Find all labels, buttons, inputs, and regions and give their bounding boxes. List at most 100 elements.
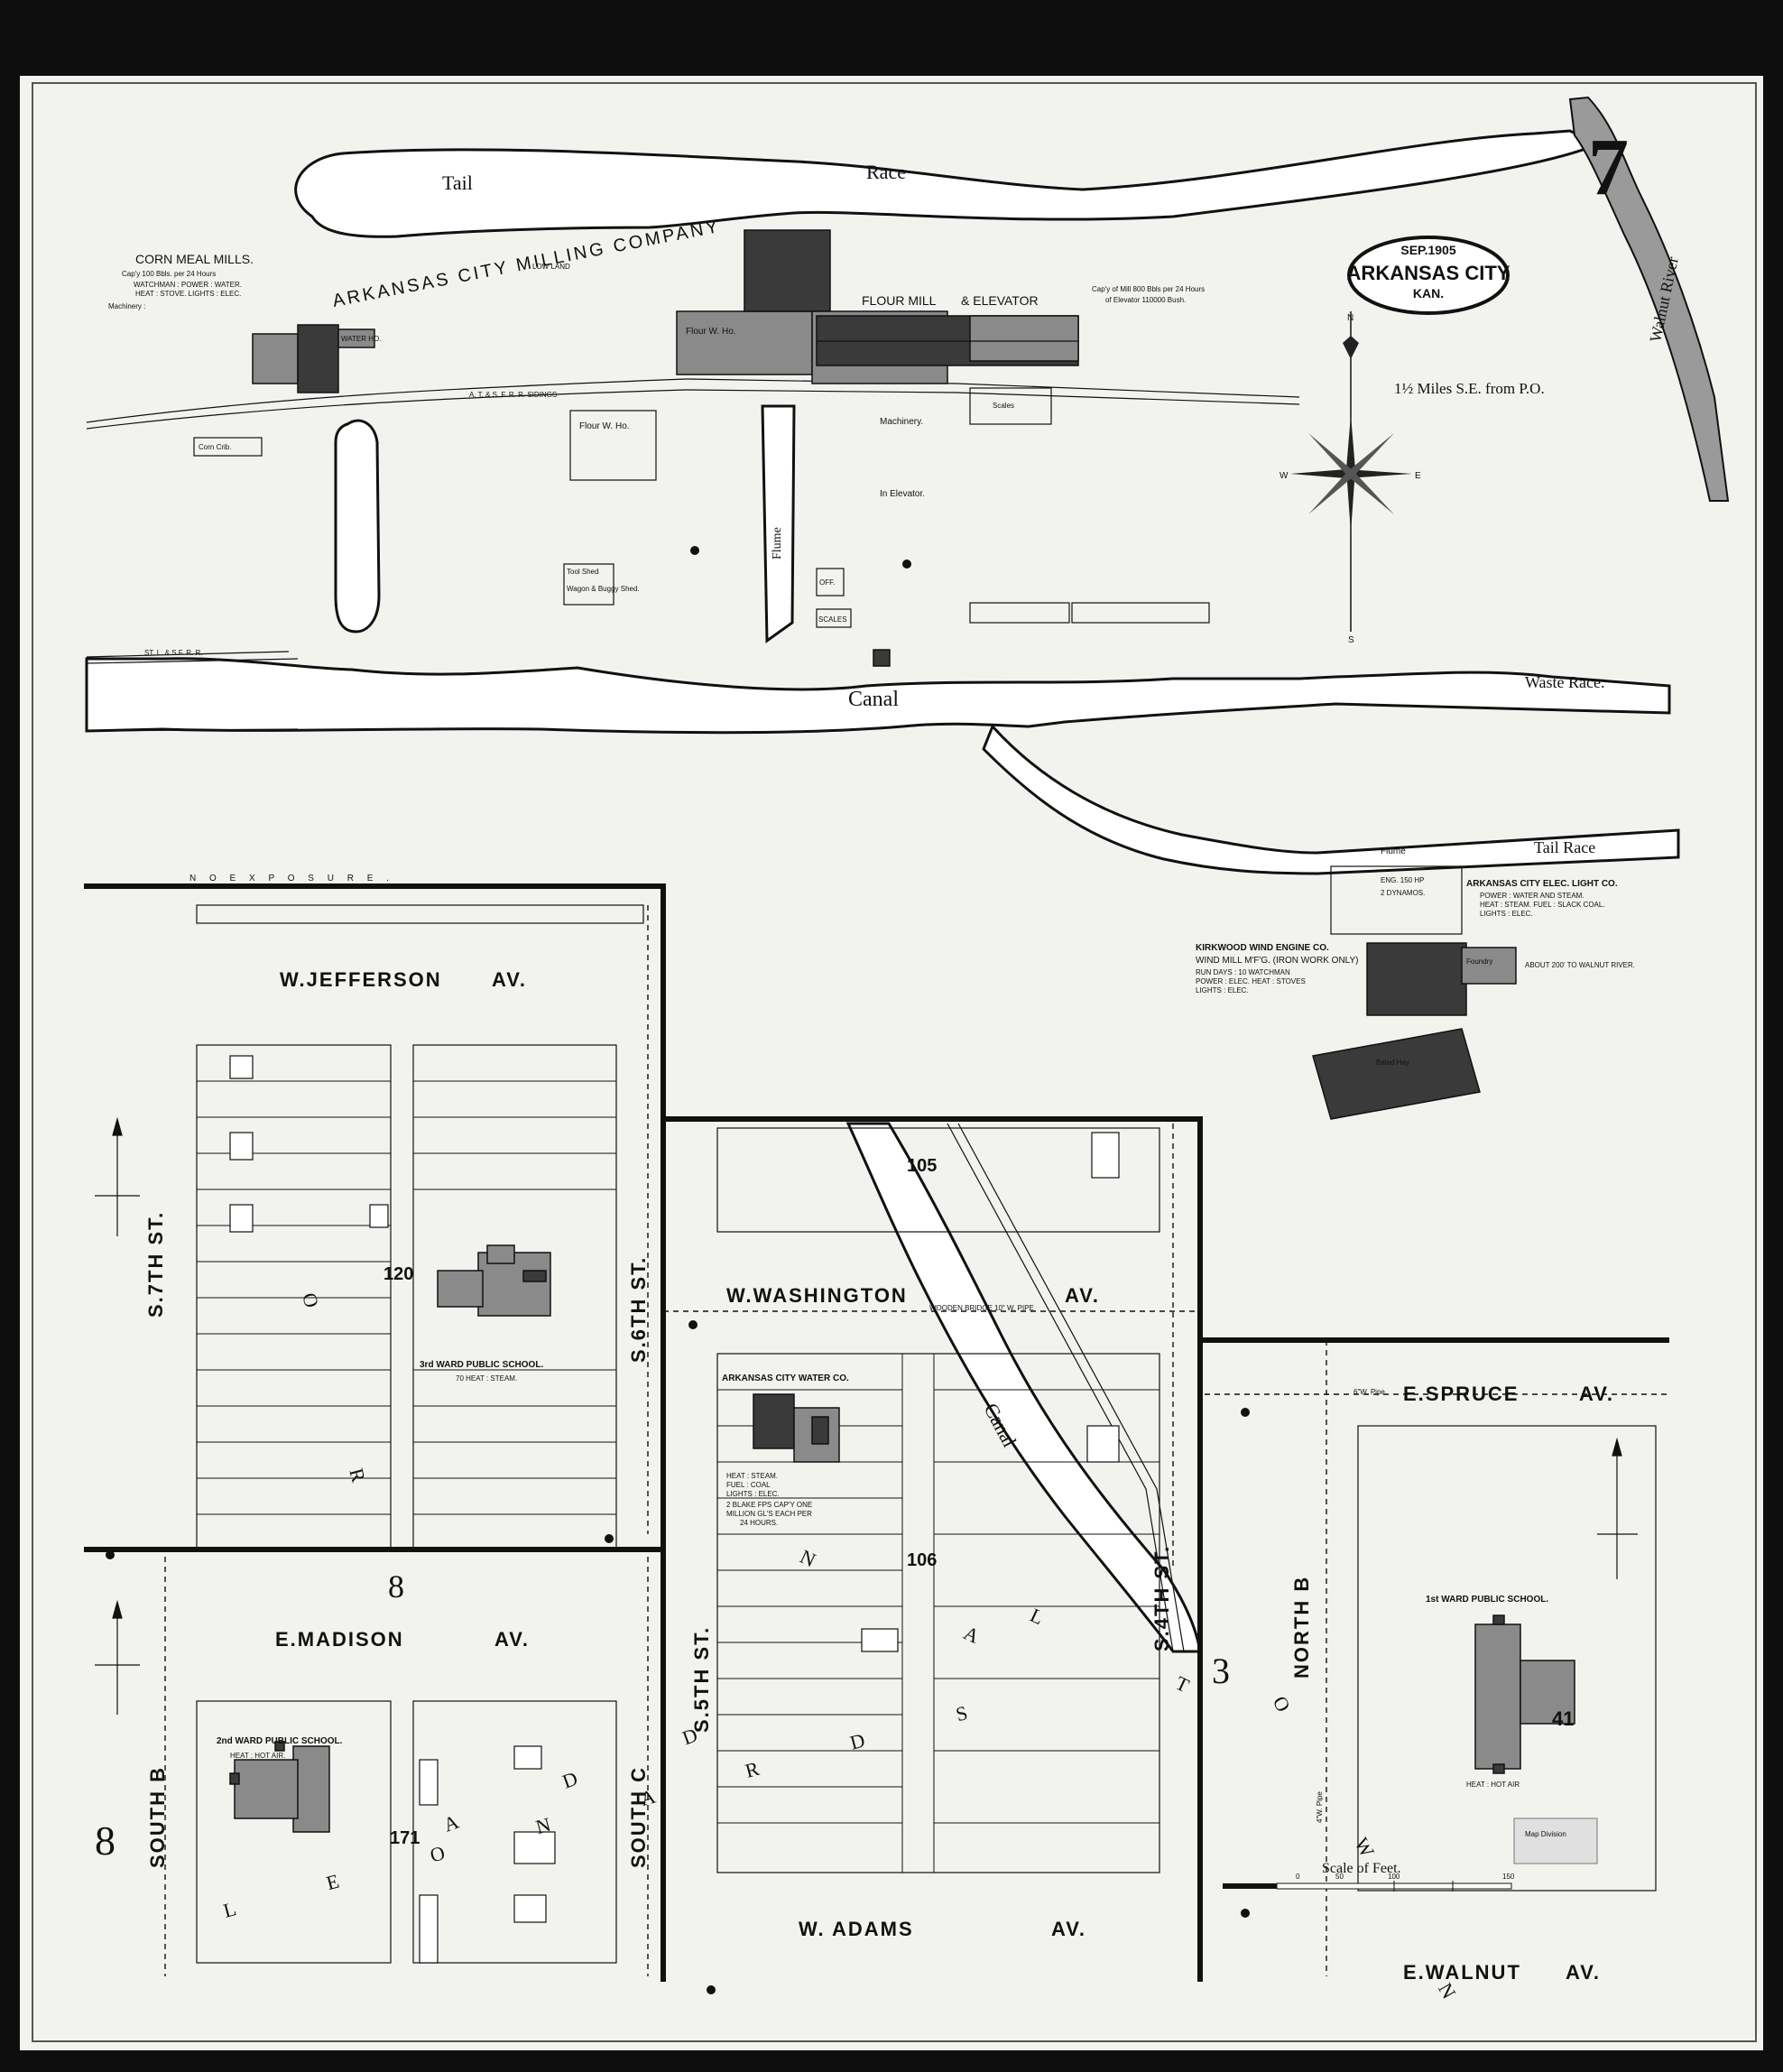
s6-label: S.6TH ST. xyxy=(627,1256,650,1363)
foundry xyxy=(1461,947,1517,985)
kirkwood-3: RUN DAYS : 10 WATCHMAN xyxy=(1196,968,1290,976)
map-border xyxy=(32,82,1757,2042)
gi-shed xyxy=(1071,602,1210,624)
corn-meal-mill xyxy=(297,324,339,393)
block-41: 41 xyxy=(1552,1707,1574,1730)
distance-note: 1½ Miles S.E. from P.O. xyxy=(1394,380,1545,397)
flour-warehouse-2-label: Flour W. Ho. xyxy=(579,421,630,431)
block-105-lots xyxy=(716,1127,1160,1233)
w-jefferson-label: W.JEFFERSON xyxy=(280,968,442,991)
scales-2-label: SCALES xyxy=(818,615,847,624)
e-spruce-label: E.SPRUCE xyxy=(1403,1383,1519,1405)
rail-siding xyxy=(86,378,1300,423)
s7-label: S.7TH ST. xyxy=(144,1211,167,1318)
library-stamp-text: Map Division xyxy=(1525,1830,1566,1838)
water-house xyxy=(337,328,375,348)
tail-race-label: Tail xyxy=(442,171,473,194)
block-120: 120 xyxy=(383,1264,413,1284)
kirkwood-1: KIRKWOOD WIND ENGINE CO. xyxy=(1196,943,1329,953)
title-cartouche xyxy=(1347,236,1510,315)
water-co-building xyxy=(753,1393,840,1463)
w-adams-label: W. ADAMS xyxy=(799,1918,914,1940)
flour-capacity: Cap'y of Mill 800 Bbls per 24 Hours xyxy=(1092,285,1205,293)
corn-meal-elevator xyxy=(252,333,299,384)
scale-tick-100: 100 xyxy=(1388,1873,1400,1881)
ward3-school-heat: 70 HEAT : STEAM. xyxy=(456,1374,517,1383)
water-co-lights: LIGHTS : ELEC. xyxy=(726,1490,780,1498)
no-exposure-label: N O E X P O S U R E . xyxy=(189,874,394,883)
adjacent-sheet-8-center: 8 xyxy=(388,1568,404,1605)
e-madison-label: E.MADISON xyxy=(275,1628,404,1651)
lot-dividers xyxy=(197,1080,1159,1873)
sheet-state: KAN. xyxy=(1413,286,1444,301)
left-flume-channel xyxy=(334,419,381,634)
flour-mill-label: FLOUR MILL xyxy=(862,293,937,308)
rail-siding-label: A. T. & S. F. R. R. SIDINGS xyxy=(469,391,557,399)
scale-tick-50: 50 xyxy=(1335,1873,1344,1881)
e-walnut-label: E.WALNUT xyxy=(1403,1961,1521,1984)
water-co-fuel: FUEL : COAL xyxy=(726,1481,771,1489)
pipe-note-4: 4"W. Pipe xyxy=(1316,1791,1324,1823)
scales-2 xyxy=(816,608,852,628)
elec-lights: LIGHTS : ELEC. xyxy=(1480,910,1533,918)
e-walnut-av: AV. xyxy=(1566,1961,1601,1984)
town-rail-track xyxy=(947,1123,1174,1652)
adjacent-sheet-3: 3 xyxy=(1212,1651,1230,1691)
w-jefferson-av: AV. xyxy=(492,968,527,991)
ward3-school-label: 3rd WARD PUBLIC SCHOOL. xyxy=(420,1360,543,1370)
compass-rose xyxy=(1290,311,1412,632)
stl-rail-label: ST. L. & S.F. R. R. xyxy=(144,649,202,657)
scale-label: Scale of Feet. xyxy=(1322,1861,1401,1876)
w-washington-label: W.WASHINGTON xyxy=(726,1284,908,1307)
engine-house xyxy=(873,649,891,667)
corn-meal-power: WATCHMAN : POWER : WATER. xyxy=(134,281,242,289)
office xyxy=(816,568,845,597)
canal-label: Canal xyxy=(848,688,899,711)
compass-s: S xyxy=(1348,635,1354,645)
in-elevator-title: In Elevator. xyxy=(880,489,925,499)
walnut-river xyxy=(1568,96,1730,502)
low-land-label: LOW LAND xyxy=(532,263,570,271)
hydrants xyxy=(106,546,1250,1994)
s5-label: S.5TH ST. xyxy=(690,1626,713,1733)
flume-channel xyxy=(761,404,796,643)
flume-label-2: Flume xyxy=(1381,846,1406,856)
fi-shed xyxy=(969,602,1070,624)
wagon-shed-label: Wagon & Buggy Shed. xyxy=(567,585,640,593)
elec-power: POWER : WATER AND STEAM. xyxy=(1480,892,1584,900)
rail-siding-2 xyxy=(86,389,1300,430)
block-120-lots xyxy=(196,904,644,1549)
office-label: OFF. xyxy=(819,578,835,587)
scales-box xyxy=(969,387,1052,425)
baled-hay-label: Baled Hay xyxy=(1376,1059,1409,1067)
elec-company-label: ARKANSAS CITY ELEC. LIGHT CO. xyxy=(1466,879,1618,889)
walnut-river-note: ABOUT 200' TO WALNUT RIVER. xyxy=(1525,961,1635,969)
ward3-school-building xyxy=(437,1244,551,1317)
block-106: 106 xyxy=(907,1550,937,1570)
compass-w: W xyxy=(1280,471,1289,481)
flume-label: Flume xyxy=(771,527,784,560)
tail-race-lower-label: Tail Race xyxy=(1534,838,1595,856)
water-co-hours: 24 HOURS. xyxy=(740,1519,778,1527)
adjacent-sheet-8-left: 8 xyxy=(95,1818,115,1864)
water-house-label: WATER HO. xyxy=(341,335,381,343)
sheet-date: SEP.1905 xyxy=(1400,243,1455,257)
flour-warehouse xyxy=(676,310,813,375)
north-b-label: NORTH B xyxy=(1290,1576,1313,1679)
south-b-label: SOUTH B xyxy=(146,1766,169,1868)
corn-crib-label: Corn Crib. xyxy=(199,443,231,451)
tool-shed xyxy=(563,563,614,606)
foundry-label: Foundry xyxy=(1466,957,1492,966)
kirkwood-5: LIGHTS : ELEC. xyxy=(1196,986,1249,994)
corn-meal-heat: HEAT : STOVE. LIGHTS : ELEC. xyxy=(135,290,241,298)
corn-crib xyxy=(193,437,263,457)
water-co-label: ARKANSAS CITY WATER CO. xyxy=(722,1374,849,1383)
flour-warehouse-label: Flour W. Ho. xyxy=(686,327,736,337)
kirkwood-works xyxy=(1366,942,1467,1016)
north-arrows xyxy=(95,1116,1638,1715)
main-canal xyxy=(85,657,1671,735)
sheet-number: 7 xyxy=(1588,123,1629,212)
corn-meal-machinery: Machinery : xyxy=(108,302,145,310)
wooden-bridge-label: WOODEN BRIDGE 10" W. PIPE xyxy=(929,1304,1034,1312)
